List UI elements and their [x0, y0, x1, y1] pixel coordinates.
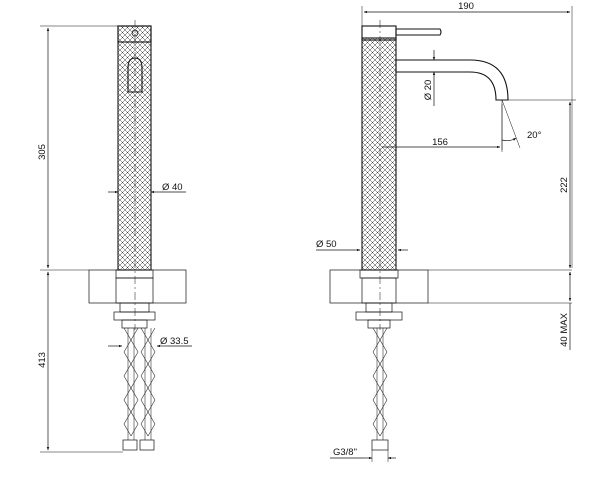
front-view: 305 413 Ø 40 Ø 33.5: [37, 20, 192, 453]
dim-side-width-total: 190: [458, 1, 474, 12]
side-countertop: [329, 269, 429, 304]
side-fixing-nut: [359, 269, 399, 279]
front-body: [118, 26, 151, 270]
dim-side-max-thickness: 40 MAX: [559, 312, 570, 346]
dim-front-height-upper: 305: [37, 144, 48, 160]
front-hoses: [123, 327, 156, 440]
dim-side-thread: G3/8": [333, 447, 357, 458]
side-hose: [372, 327, 388, 440]
side-hose-connector: [371, 439, 389, 451]
side-view: 190 Ø 20 156 20° 222 Ø 50 40 MAX: [316, 1, 576, 462]
front-hose-connector-left: [122, 439, 138, 451]
dim-front-diameter-hose: Ø 33.5: [160, 336, 189, 347]
dim-side-height-spout: 222: [559, 177, 570, 193]
dim-side-spout-reach: 156: [432, 137, 448, 148]
side-lever: [395, 28, 442, 36]
front-outlet-window: [127, 57, 143, 93]
front-countertop: [88, 269, 187, 304]
dim-front-height-lower: 413: [37, 352, 48, 368]
dim-side-diameter-spout: Ø 20: [423, 80, 434, 101]
front-top-cap: [117, 25, 152, 43]
dim-front-diameter-body: Ø 40: [162, 182, 183, 193]
side-body: [362, 38, 396, 270]
front-fixing-nut: [115, 269, 154, 279]
dim-side-diameter-base: Ø 50: [316, 239, 337, 250]
front-hose-connector-right: [139, 439, 155, 451]
side-spout: [395, 59, 509, 101]
dim-side-angle: 20°: [527, 130, 542, 141]
